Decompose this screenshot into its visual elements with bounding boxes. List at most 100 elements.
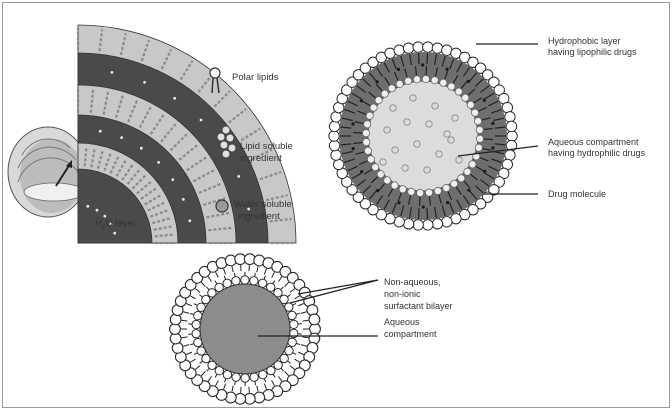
lipid-head-outer: [331, 112, 341, 122]
lipid-head-inner: [476, 135, 483, 142]
lipid-head-inner: [391, 182, 398, 189]
lipid-head-outer: [413, 42, 423, 52]
callout-line-bilayer-1: [298, 280, 378, 294]
lipophilic-drug-dot: [491, 122, 494, 125]
multilamellar-vesicle-panel: H2O layer Polar lipids Lipid soluble ing…: [8, 25, 296, 243]
lipophilic-drug-dot: [421, 63, 424, 66]
lipid-tail: [427, 208, 428, 219]
niosome-drawing: Non-aqueous, non-ionic surfactant bilaye…: [170, 254, 453, 404]
lipid-head-inner: [462, 94, 469, 101]
lipid-head-inner: [475, 144, 482, 151]
surfactant-head-inner: [241, 374, 249, 382]
lipid-head-inner: [469, 161, 476, 168]
niosome-aqueous-compartment: [200, 284, 290, 374]
lipid-head-outer: [502, 102, 512, 112]
lipid-head-inner: [405, 77, 412, 84]
water-dot: [143, 81, 146, 84]
lipophilic-drug-dot: [351, 122, 354, 125]
lipid-head-inner: [476, 126, 483, 133]
vesicle-sphere: [8, 127, 88, 217]
lipid-head-inner: [434, 187, 441, 194]
lipid-head-inner: [370, 104, 377, 111]
callout-aqueous-1: Aqueous compartment: [548, 137, 639, 147]
lipid-head-inner: [440, 79, 447, 86]
surfactant-head-inner: [232, 373, 240, 381]
lipid-head-inner: [451, 180, 458, 187]
water-dot: [140, 147, 143, 150]
lipophilic-drug-dot: [397, 201, 400, 204]
lipid-head-inner: [372, 164, 379, 171]
lipid-head-inner: [443, 184, 450, 191]
lipid-head-inner: [388, 85, 395, 92]
lipophilic-drug-dot: [483, 99, 486, 102]
surfactant-head-inner: [192, 329, 200, 337]
callout-hydrophobic-2: having lipophilic drugs: [548, 47, 637, 57]
lipid-head-inner: [467, 101, 474, 108]
water-dot: [99, 130, 102, 133]
lipid-head-inner: [367, 156, 374, 163]
lipid-head-outer: [442, 217, 452, 227]
lipid-head-inner: [366, 112, 373, 119]
callout-bilayer-1: Non-aqueous,: [384, 277, 441, 287]
legend-label-lipid-soluble-1: Lipid soluble: [240, 141, 293, 152]
lipid-head-outer: [507, 131, 517, 141]
lipid-head-outer: [394, 45, 404, 55]
lipid-head-inner: [471, 109, 478, 116]
lipophilic-drug-dot: [446, 201, 449, 204]
water-dot: [173, 97, 176, 100]
water-dot: [237, 175, 240, 178]
surfactant-head-inner: [250, 277, 258, 285]
lipid-head-outer: [423, 42, 433, 52]
callout-bilayer-3: surfactant bilayer: [384, 301, 453, 311]
lipid-head-outer: [329, 131, 339, 141]
legend-label-lipid-soluble-2: ingredient: [240, 153, 282, 164]
water-dot: [86, 205, 89, 208]
lipid-head-outer: [329, 121, 339, 131]
lipophilic-drug-dot: [397, 68, 400, 71]
lipid-head-inner: [381, 90, 388, 97]
lipid-head-inner: [448, 83, 455, 90]
water-dot: [188, 219, 191, 222]
lipid-head-outer: [329, 140, 339, 150]
legend-label-water-soluble-2: ingredient: [238, 211, 280, 222]
callout-aqueous-2: having hydrophilic drugs: [548, 148, 646, 158]
surfactant-head-outer: [309, 314, 320, 325]
lipid-head-inner: [417, 189, 424, 196]
water-dot: [113, 232, 116, 235]
surfactant-head-inner: [232, 277, 240, 285]
surfactant-head-inner: [192, 320, 200, 328]
lipid-head-inner: [377, 171, 384, 178]
lipid-head-inner: [413, 76, 420, 83]
water-dot: [96, 209, 99, 212]
lipid-head-inner: [399, 186, 406, 193]
lipid-head-outer: [505, 112, 515, 122]
lipophilic-drug-dot: [467, 189, 470, 192]
surfactant-head-inner: [241, 276, 249, 284]
water-dot: [200, 119, 203, 122]
surfactant-head-inner: [250, 373, 258, 381]
water-soluble-icon: [216, 200, 228, 212]
legend-label-water-soluble-1: Water soluble: [234, 199, 292, 210]
callout-bilayer-2: non-ionic: [384, 289, 421, 299]
lipophilic-drug-dot: [467, 80, 470, 83]
lipid-head-outer: [331, 150, 341, 160]
lipid-head-inner: [364, 121, 371, 128]
lipid-head-outer: [413, 220, 423, 230]
legend-label-polar-lipids: Polar lipids: [232, 72, 279, 83]
lipophilic-drug-dot: [422, 205, 425, 208]
lipid-head-inner: [425, 189, 432, 196]
lipid-head-outer: [403, 219, 413, 229]
lipid-head-inner: [458, 175, 465, 182]
lipid-head-inner: [396, 80, 403, 87]
lipophilic-drug-dot: [352, 147, 355, 150]
lipophilic-drug-dot: [360, 99, 363, 102]
lipid-head-inner: [455, 88, 462, 95]
lipophilic-drug-dot: [445, 68, 448, 71]
lipid-head-outer: [333, 159, 343, 169]
lipophilic-drug-dot: [360, 170, 363, 173]
lipid-head-outer: [432, 43, 442, 53]
lipid-head-inner: [431, 77, 438, 84]
water-dot: [182, 198, 185, 201]
callout-hydrophobic-1: Hydrophobic layer: [548, 36, 621, 46]
callout-aqueous-bottom-2: compartment: [384, 329, 437, 339]
